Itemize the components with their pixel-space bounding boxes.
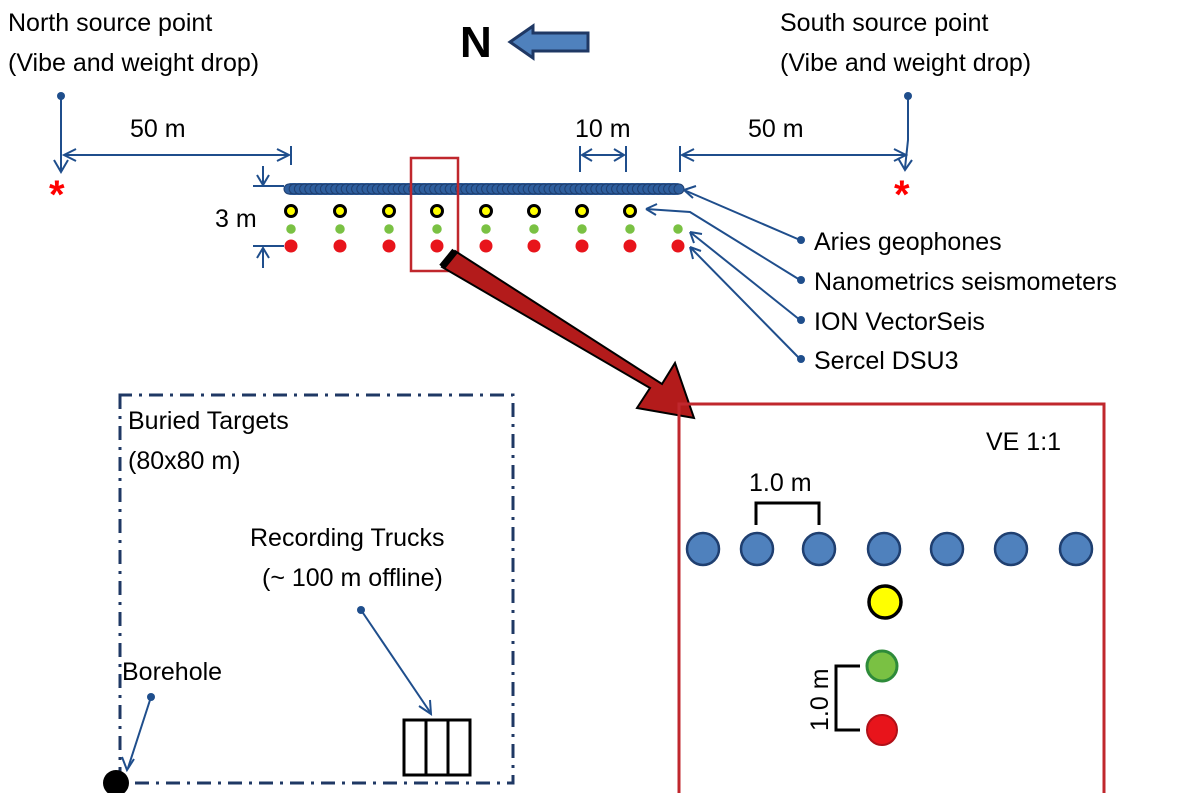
station-aries-sensor <box>382 204 396 218</box>
station-aries-sensor <box>575 204 589 218</box>
inset-ve-label: VE 1:1 <box>986 428 1061 456</box>
recording-trucks-title: Recording Trucks <box>250 524 445 552</box>
inset-geophone <box>993 531 1029 567</box>
station-ion-sensor <box>382 222 396 236</box>
south-source-subtitle: (Vibe and weight drop) <box>780 49 1031 77</box>
spacing-label: 10 m <box>575 115 631 143</box>
left-gap-label: 50 m <box>130 115 186 143</box>
inset-geophone <box>685 531 721 567</box>
station-ion-sensor <box>623 222 637 236</box>
inset-geophones <box>685 531 1094 567</box>
recording-trucks-offset: (~ 100 m offline) <box>262 564 443 592</box>
buried-targets-title: Buried Targets <box>128 407 289 435</box>
south-source-title: South source point <box>780 9 989 37</box>
station-sercel-sensor <box>671 239 685 253</box>
geophone-dot <box>673 183 685 195</box>
right-gap-label: 50 m <box>748 115 804 143</box>
inset-aries-sensor <box>867 584 903 620</box>
station-ion-sensor <box>479 222 493 236</box>
station-ion-sensor <box>527 222 541 236</box>
borehole-marker <box>103 770 129 793</box>
vertical-spacing-label: 3 m <box>215 205 257 233</box>
borehole-label: Borehole <box>122 658 222 686</box>
inset-horizontal-label: 1.0 m <box>749 469 812 497</box>
legend-item-nanometrics: Nanometrics seismometers <box>814 268 1117 296</box>
inset-geophone <box>1058 531 1094 567</box>
legend-item-sercel: Sercel DSU3 <box>814 347 959 375</box>
north-arrow-icon <box>507 23 590 61</box>
legend-item-aries: Aries geophones <box>814 228 1002 256</box>
geophone-dots <box>283 183 685 195</box>
north-source-subtitle: (Vibe and weight drop) <box>8 49 259 77</box>
sensor-stations <box>284 204 685 253</box>
station-ion-sensor <box>284 222 298 236</box>
station-aries-sensor <box>430 204 444 218</box>
station-sercel-sensor <box>382 239 396 253</box>
inset-geophone <box>801 531 837 567</box>
station-ion-sensor <box>671 222 685 236</box>
station-ion-sensor <box>575 222 589 236</box>
station-sercel-sensor <box>623 239 637 253</box>
legend-leaders <box>645 185 801 360</box>
station-sercel-sensor <box>430 239 444 253</box>
north-source-star-icon: * <box>49 173 65 217</box>
station-aries-sensor <box>284 204 298 218</box>
zoom-arrow <box>439 248 696 420</box>
station-aries-sensor <box>623 204 637 218</box>
inset-geophone <box>866 531 902 567</box>
legend-item-ion: ION VectorSeis <box>814 308 985 336</box>
north-source-title: North source point <box>8 9 212 37</box>
station-sercel-sensor <box>284 239 298 253</box>
station-aries-sensor <box>333 204 347 218</box>
inset-geophone <box>929 531 965 567</box>
station-sercel-sensor <box>575 239 589 253</box>
recording-truck-icon <box>402 718 472 777</box>
buried-targets-box <box>118 393 515 785</box>
station-aries-sensor <box>479 204 493 218</box>
station-sercel-sensor <box>527 239 541 253</box>
station-sercel-sensor <box>333 239 347 253</box>
inset-ion-sensor <box>865 649 899 683</box>
station-aries-sensor <box>527 204 541 218</box>
north-letter: N <box>460 18 492 67</box>
highlight-box <box>409 156 460 273</box>
station-ion-sensor <box>430 222 444 236</box>
buried-targets-size: (80x80 m) <box>128 447 241 475</box>
inset-box <box>677 402 1106 793</box>
inset-vertical-label: 1.0 m <box>806 668 834 731</box>
inset-sercel-sensor <box>866 714 898 746</box>
station-sercel-sensor <box>479 239 493 253</box>
station-ion-sensor <box>333 222 347 236</box>
south-source-star-icon: * <box>894 173 910 217</box>
inset-geophone <box>739 531 775 567</box>
